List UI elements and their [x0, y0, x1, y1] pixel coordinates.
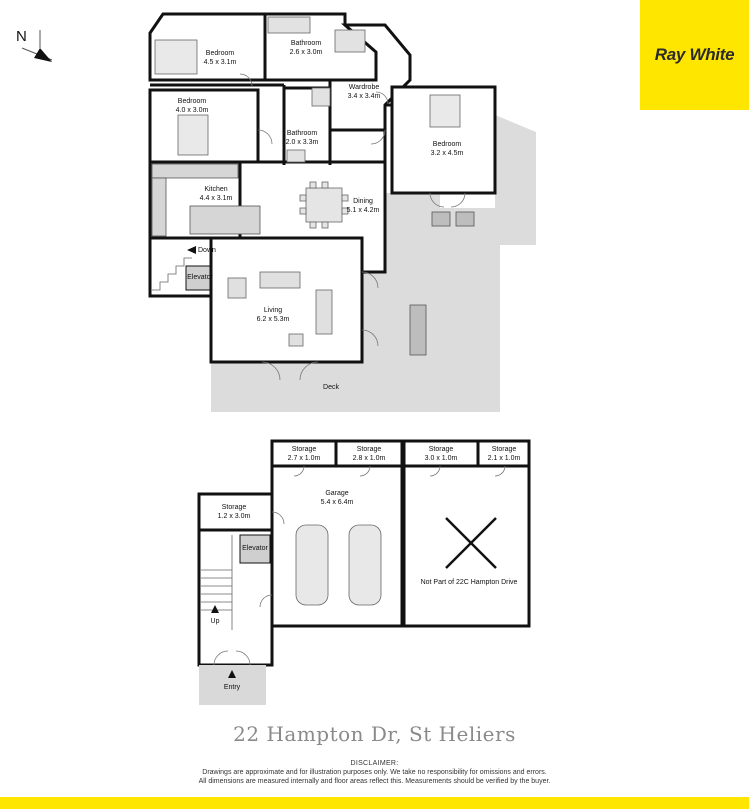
living-size: 6.2 x 5.3m	[257, 316, 290, 323]
bedroom-2-size: 4.0 x 3.0m	[176, 107, 209, 114]
bed-1-icon	[154, 39, 198, 75]
storage-2-size: 2.8 x 1.0m	[353, 455, 386, 462]
storage-1-room	[270, 439, 338, 468]
bathroom-2-size: 2.0 x 3.3m	[286, 139, 319, 146]
up-arrow-icon	[211, 605, 219, 613]
bathroom-1-size: 2.6 x 3.0m	[290, 49, 323, 56]
storage-5-name: Storage	[222, 504, 247, 511]
storage-5-room	[197, 492, 274, 532]
not-part-cross-icon	[445, 517, 497, 569]
kitchen-size: 4.4 x 3.1m	[200, 195, 233, 202]
kitchen-counter-top	[151, 163, 239, 179]
compass-north-label: N	[16, 28, 27, 45]
elevator-upper-shaft	[185, 265, 211, 291]
storage-4-size: 2.1 x 1.0m	[488, 455, 521, 462]
coffee-table-icon	[288, 333, 304, 347]
armchair-icon	[227, 277, 247, 299]
storage-2-room	[334, 439, 404, 468]
bedroom-3-room	[390, 85, 497, 195]
bed-3-icon	[429, 94, 461, 128]
car-1-icon	[295, 524, 329, 606]
disclaimer-line-1: Drawings are approximate and for illustr…	[202, 769, 547, 776]
car-2-icon	[348, 524, 382, 606]
vanity-icon	[334, 29, 366, 53]
bedroom-3-name: Bedroom	[433, 141, 462, 148]
elevator-lower-label: Elevator	[242, 545, 268, 552]
disclaimer-line-2: All dimensions are measured internally a…	[198, 778, 551, 785]
living-name: Living	[264, 307, 282, 314]
bedroom-3-size: 3.2 x 4.5m	[431, 150, 464, 157]
deck-area	[211, 115, 536, 412]
kitchen-island	[189, 205, 261, 235]
brand-name: Ray White	[654, 45, 735, 64]
stairs-upper-icon	[152, 257, 192, 291]
kitchen-name: Kitchen	[204, 186, 227, 193]
dining-table-icon	[299, 181, 349, 229]
down-arrow-icon	[187, 246, 196, 254]
disclaimer-title: DISCLAIMER:	[350, 760, 399, 767]
stairs-lower-icon	[201, 535, 233, 630]
storage-3-name: Storage	[429, 446, 454, 453]
bathroom-2-name: Bathroom	[287, 130, 318, 137]
storage-4-room	[476, 439, 531, 468]
living-room	[209, 236, 364, 364]
elevator-upper-label: Elevator	[187, 274, 213, 281]
toilet-icon	[286, 149, 306, 163]
storage-3-room	[402, 439, 480, 468]
storage-3-size: 3.0 x 1.0m	[425, 455, 458, 462]
bottom-brand-bar	[0, 797, 749, 809]
storage-2-name: Storage	[357, 446, 382, 453]
wardrobe-name: Wardrobe	[349, 84, 380, 91]
brand-logo: Ray White	[640, 0, 749, 110]
storage-4-name: Storage	[492, 446, 517, 453]
deck-label: Deck	[323, 384, 339, 391]
deck-chair-2-icon	[455, 211, 475, 227]
bedroom-2-name: Bedroom	[178, 98, 207, 105]
storage-1-name: Storage	[292, 446, 317, 453]
north-compass-icon	[21, 30, 53, 62]
sofa-side-icon	[315, 289, 333, 335]
bathroom-1-name: Bathroom	[291, 40, 322, 47]
garage-size: 5.4 x 6.4m	[321, 499, 354, 506]
kitchen-counter-side	[151, 177, 167, 237]
property-address: 22 Hampton Dr, St Heliers	[233, 722, 516, 746]
dining-size: 5.1 x 4.2m	[347, 207, 380, 214]
garage-name: Garage	[325, 490, 348, 497]
not-part-label: Not Part of 22C Hampton Drive	[421, 579, 518, 586]
bathtub-icon	[267, 16, 311, 34]
down-label: Down	[198, 247, 216, 254]
storage-1-size: 2.7 x 1.0m	[288, 455, 321, 462]
bedroom-1-name: Bedroom	[206, 50, 235, 57]
entry-arrow-icon	[228, 670, 236, 678]
deck-chair-1-icon	[431, 211, 451, 227]
entry-label: Entry	[224, 684, 241, 691]
bedroom-1-size: 4.5 x 3.1m	[204, 59, 237, 66]
dining-name: Dining	[353, 198, 373, 205]
storage-5-size: 1.2 x 3.0m	[218, 513, 251, 520]
wardrobe-size: 3.4 x 3.4m	[348, 93, 381, 100]
elevator-lower-shaft	[239, 534, 271, 564]
deck-table-icon	[409, 304, 427, 356]
bed-2-icon	[177, 114, 209, 156]
up-label: Up	[211, 618, 220, 625]
shower-icon	[311, 87, 331, 107]
sofa-icon	[259, 271, 301, 289]
